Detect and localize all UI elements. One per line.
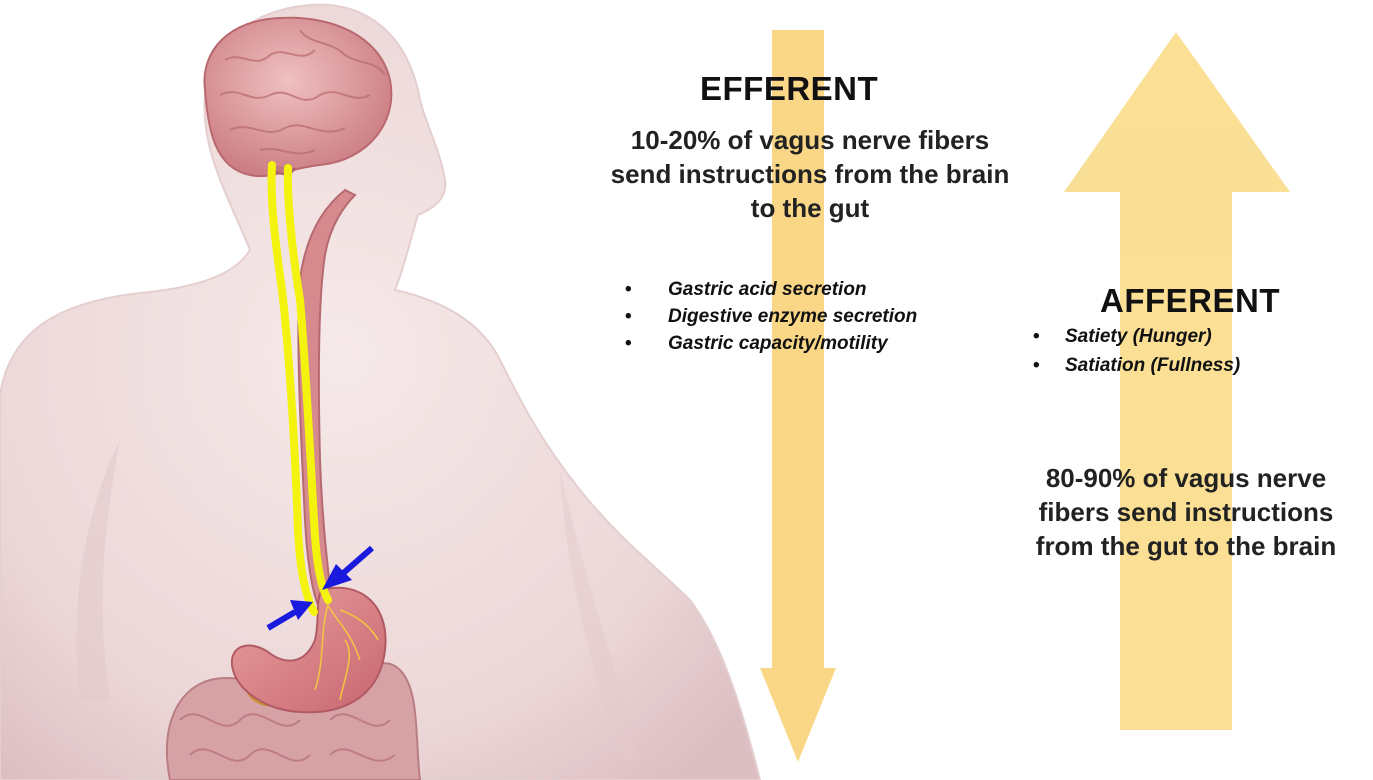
afferent-title: AFFERENT (1100, 282, 1320, 320)
list-item: Digestive enzyme secretion (625, 303, 1025, 330)
list-item: Gastric acid secretion (625, 276, 1025, 303)
efferent-title: EFFERENT (700, 70, 920, 108)
efferent-effects-list: Gastric acid secretion Digestive enzyme … (625, 276, 1025, 357)
list-item: Satiation (Fullness) (1033, 351, 1353, 380)
list-item: Satiety (Hunger) (1033, 322, 1353, 351)
list-item: Gastric capacity/motility (625, 330, 1025, 357)
afferent-up-arrow (1064, 32, 1290, 730)
afferent-description: 80-90% of vagus nerve fibers send instru… (1010, 461, 1362, 563)
afferent-effects-list: Satiety (Hunger) Satiation (Fullness) (1033, 322, 1353, 380)
efferent-description: 10-20% of vagus nerve fibers send instru… (600, 123, 1020, 225)
